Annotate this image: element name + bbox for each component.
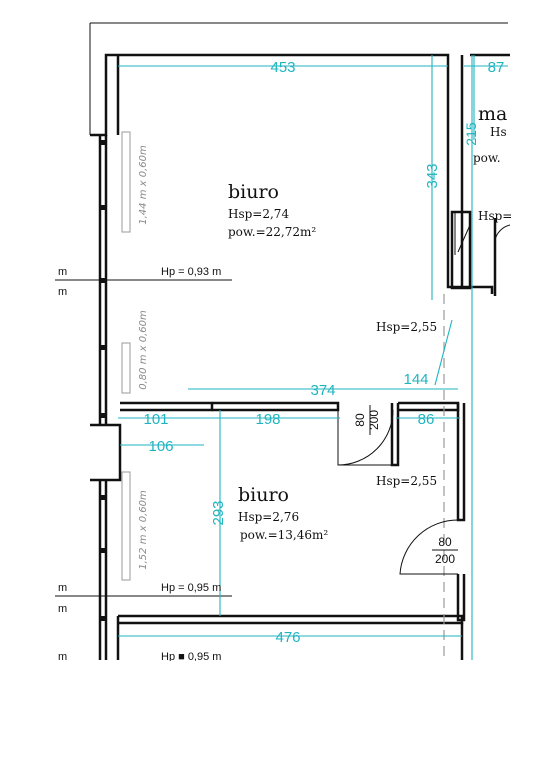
upper-room-walls (90, 53, 494, 294)
parapet-label-2: Hp = 0,95 m (161, 582, 221, 594)
dim-mid-width: 374 (310, 382, 335, 399)
dim-bottom-width: 476 (275, 629, 300, 646)
dim-right-vertical: 343 (424, 163, 441, 188)
door-width-lower: 80 (438, 535, 452, 549)
window-frame-1 (121, 131, 131, 233)
dim-lower-vertical: 293 (210, 500, 227, 525)
corridor-wall-upper (456, 403, 466, 522)
column (450, 210, 472, 290)
corridor-wall-lower (456, 574, 466, 622)
door-width-upper: 80 (353, 413, 367, 427)
room-area-upper: pow.=22,72m² (228, 225, 316, 239)
window-label-3: 1,52 m x 0,60m (138, 490, 149, 570)
dim-small-vertical: 215 (463, 122, 479, 146)
edge-label-1: m (58, 266, 67, 278)
dim-top-right: 87 (488, 59, 505, 76)
corridor-height-upper: Hsp=2,55 (376, 320, 437, 334)
dim-right-86: 86 (418, 411, 435, 428)
room-height-upper: Hsp=2,74 (228, 207, 289, 221)
room-name-upper: biuro (228, 181, 279, 203)
door-swing-lower (399, 519, 459, 575)
window-label-2: 0,80 m x 0,60m (138, 310, 149, 390)
parapet-label-3: Hp ■ 0,95 m (161, 651, 221, 663)
dim-diag: 144 (403, 371, 428, 388)
partition-right (398, 401, 460, 412)
door-jamb-wall (390, 403, 400, 467)
room-area-partial: pow. (473, 151, 501, 165)
parapet-label-1: Hp = 0,93 m (161, 266, 221, 278)
page-blank-area (0, 661, 558, 784)
edge-label-4: m (58, 603, 67, 615)
room-name-partial: ma (478, 103, 507, 125)
door-height-upper: 200 (367, 410, 381, 430)
left-pier (90, 423, 122, 482)
dim-top-width: 453 (270, 59, 295, 76)
window-frame-2 (121, 342, 131, 394)
room-name-lower: biuro (238, 484, 289, 506)
dim-left-101: 101 (143, 411, 168, 428)
dim-mid-198: 198 (255, 411, 280, 428)
service-door-swing (494, 224, 511, 241)
dim-left-106: 106 (148, 438, 173, 455)
dim-line-diag (434, 319, 453, 386)
room-height-lower: Hsp=2,76 (238, 510, 299, 524)
window-frame-3 (121, 471, 131, 581)
corridor-height-right: Hsp= (478, 209, 512, 223)
door-height-lower: 200 (435, 552, 455, 566)
room-area-lower: pow.=13,46m² (240, 528, 328, 542)
edge-label-2: m (58, 286, 67, 298)
edge-label-5: m (58, 651, 67, 663)
window-label-1: 1,44 m x 0,60m (138, 145, 149, 225)
partition-left (120, 401, 214, 412)
edge-label-3: m (58, 582, 67, 594)
column-door-swing (454, 212, 471, 255)
corridor-height-lower: Hsp=2,55 (376, 474, 437, 488)
partition-middle (212, 401, 340, 412)
lower-room-bottom-wall (118, 614, 464, 625)
room-height-partial: Hs (490, 125, 507, 139)
